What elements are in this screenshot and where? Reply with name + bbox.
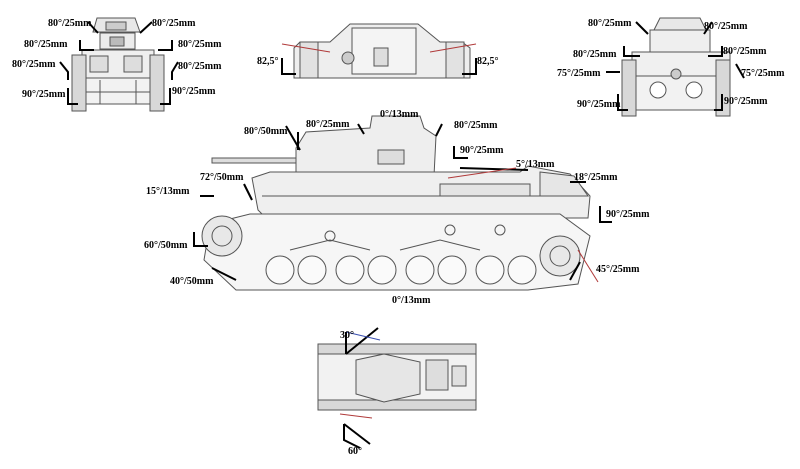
label-side-turret-front: 80°/25mm (306, 119, 350, 130)
side-view-drawing (201, 115, 591, 291)
label-rear-top-right: 80°/25mm (704, 21, 748, 32)
label-top-angle-left: 82,5° (257, 56, 279, 67)
rear-view-drawing (621, 17, 731, 117)
label-rear-top-left: 80°/25mm (588, 18, 632, 29)
label-front-lower-right: 90°/25mm (172, 86, 216, 97)
label-rear-low-left: 75°/25mm (557, 68, 601, 79)
label-front-turret-left: 80°/25mm (48, 18, 92, 29)
label-side-nose: 60°/50mm (144, 240, 188, 251)
label-rear-bottom-right: 90°/25mm (724, 96, 768, 107)
plan-view-indicators (339, 327, 381, 449)
label-front-lower-left: 90°/25mm (22, 89, 66, 100)
label-plan-angle-top: 30° (340, 330, 354, 341)
side-view-indicators (193, 123, 612, 283)
front-view-drawing (71, 17, 165, 112)
label-side-turret-back: 90°/25mm (460, 145, 504, 156)
label-side-rear-plate: 90°/25mm (606, 209, 650, 220)
label-rear-mid-right: 80°/25mm (723, 46, 767, 57)
plan-view-drawing (317, 343, 477, 411)
top-view-indicators (281, 43, 477, 75)
front-view-indicators (59, 21, 179, 105)
label-side-rear-lower: 45°/25mm (596, 264, 640, 275)
label-front-mantlet-right: 80°/25mm (178, 39, 222, 50)
label-rear-low-right: 75°/25mm (741, 68, 785, 79)
label-side-glacis: 72°/50mm (200, 172, 244, 183)
label-top-angle-right: 82,5° (477, 56, 499, 67)
label-side-engine-deck: 5°/13mm (516, 159, 555, 170)
label-side-turret-rear: 80°/25mm (454, 120, 498, 131)
top-view-drawing (293, 23, 471, 79)
label-front-mantlet-left: 80°/25mm (24, 39, 68, 50)
label-front-upper-left: 80°/25mm (12, 59, 56, 70)
label-rear-mid-left: 80°/25mm (573, 49, 617, 60)
label-side-front-top: 15°/13mm (146, 186, 190, 197)
label-side-belly: 0°/13mm (392, 295, 431, 306)
label-rear-bottom-left: 90°/25mm (577, 99, 621, 110)
label-side-rear-upper: 18°/25mm (574, 172, 618, 183)
label-side-lower-nose: 40°/50mm (170, 276, 214, 287)
label-front-upper-right: 80°/25mm (178, 61, 222, 72)
label-side-turret-top: 0°/13mm (380, 109, 419, 120)
label-front-turret-right: 80°/25mm (152, 18, 196, 29)
rear-view-indicators (606, 21, 745, 111)
label-plan-angle-bottom: 60° (348, 446, 362, 457)
label-side-mantlet: 80°/50mm (244, 126, 288, 137)
